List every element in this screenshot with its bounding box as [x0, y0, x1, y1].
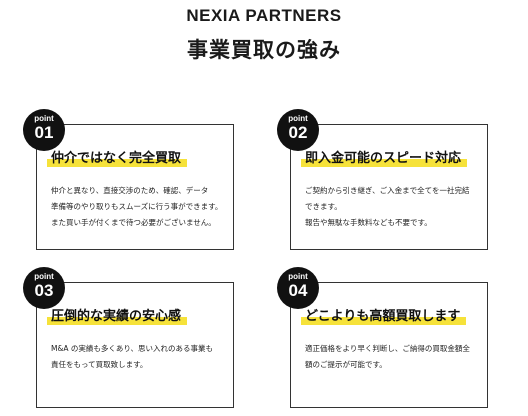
point-description-line: 額のご提示が可能です。 [305, 360, 387, 369]
point-badge-number: 04 [288, 281, 308, 300]
point-badge-label: point [34, 114, 54, 123]
point-card-02: point 02 即入金可能のスピード対応 ご契約から引き継ぎ、ご入金まで全てを… [277, 109, 488, 250]
brand-name: NEXIA PARTNERS [186, 6, 342, 25]
point-title: どこよりも高額買取します [300, 305, 467, 325]
point-card-03: point 03 圧倒的な実績の安心感 M&A の実績も多くあり、思い入れのある… [23, 267, 234, 408]
point-description-line: M&A の実績も多くあり、思い入れのある事業も [51, 344, 214, 353]
point-description-line: 準備等のやり取りもスムーズに行う事ができます。 [51, 202, 223, 211]
point-badge-label: point [288, 272, 308, 281]
headline-wrap: 事業買取の強み [0, 34, 528, 66]
point-description-line: 責任をもって買取致します。 [51, 360, 148, 369]
point-description: 仲介と異なり、直接交渉のため、確認、データ 準備等のやり取りもスムーズに行う事が… [51, 183, 225, 231]
point-description-line: また買い手が付くまで待つ必要がございません。 [51, 218, 216, 227]
point-badge: point 01 [23, 109, 65, 151]
point-card-04: point 04 どこよりも高額買取します 適正価格をより早く判断し、ご納得の買… [277, 267, 488, 408]
point-description-line: 報告や無駄な手数料なども不要です。 [305, 218, 432, 227]
point-badge-number: 03 [34, 281, 54, 300]
point-description-line: できます。 [305, 202, 342, 211]
point-badge-number: 01 [34, 123, 54, 142]
point-description: M&A の実績も多くあり、思い入れのある事業も 責任をもって買取致します。 [51, 341, 225, 373]
point-title: 即入金可能のスピード対応 [300, 147, 468, 167]
point-title: 仲介ではなく完全買取 [46, 147, 188, 167]
point-badge-label: point [34, 272, 54, 281]
point-badge-label: point [288, 114, 308, 123]
section-headline: 事業買取の強み [177, 34, 351, 66]
point-description: 適正価格をより早く判断し、ご納得の買取金額全 額のご提示が可能です。 [305, 341, 479, 373]
point-badge-number: 02 [288, 123, 308, 142]
point-description-line: 適正価格をより早く判断し、ご納得の買取金額全 [305, 344, 470, 353]
point-title: 圧倒的な実績の安心感 [46, 305, 188, 325]
point-badge: point 02 [277, 109, 319, 151]
point-badge: point 04 [277, 267, 319, 309]
point-badge: point 03 [23, 267, 65, 309]
point-description-line: ご契約から引き継ぎ、ご入金まで全てを一社完結 [305, 186, 470, 195]
point-description-line: 仲介と異なり、直接交渉のため、確認、データ [51, 186, 209, 195]
point-description: ご契約から引き継ぎ、ご入金まで全てを一社完結 できます。 報告や無駄な手数料など… [305, 183, 479, 231]
point-card-01: point 01 仲介ではなく完全買取 仲介と異なり、直接交渉のため、確認、デー… [23, 109, 234, 250]
